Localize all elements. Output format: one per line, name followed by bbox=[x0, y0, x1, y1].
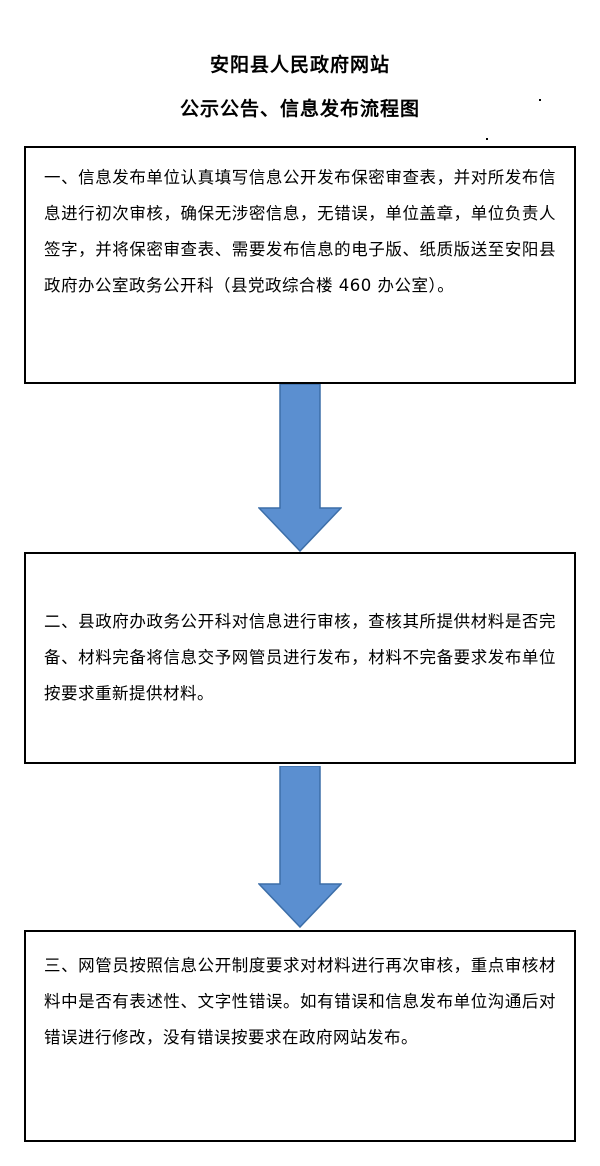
page-title: 安阳县人民政府网站 bbox=[209, 54, 390, 76]
page-subtitle: 公示公告、信息发布流程图 bbox=[179, 98, 420, 120]
flow-step-3-box: 三、网管员按照信息公开制度要求对材料进行再次审核，重点审核材料中是否有表述性、文… bbox=[24, 930, 576, 1142]
stray-dot bbox=[539, 99, 541, 101]
flow-step-2-text: 二、县政府办政务公开科对信息进行审核，查核其所提供材料是否完备、材料完备将信息交… bbox=[44, 612, 556, 703]
stray-dot bbox=[486, 138, 488, 140]
flow-step-2-box: 二、县政府办政务公开科对信息进行审核，查核其所提供材料是否完备、材料完备将信息交… bbox=[24, 552, 576, 764]
flow-step-3-text: 三、网管员按照信息公开制度要求对材料进行再次审核，重点审核材料中是否有表述性、文… bbox=[44, 956, 556, 1047]
flow-step-1-box: 一、信息发布单位认真填写信息公开发布保密审查表，并对所发布信息进行初次审核，确保… bbox=[24, 146, 576, 384]
down-arrow-icon bbox=[258, 384, 342, 552]
flow-step-1-text: 一、信息发布单位认真填写信息公开发布保密审查表，并对所发布信息进行初次审核，确保… bbox=[44, 168, 556, 295]
down-arrow-icon bbox=[258, 766, 342, 928]
